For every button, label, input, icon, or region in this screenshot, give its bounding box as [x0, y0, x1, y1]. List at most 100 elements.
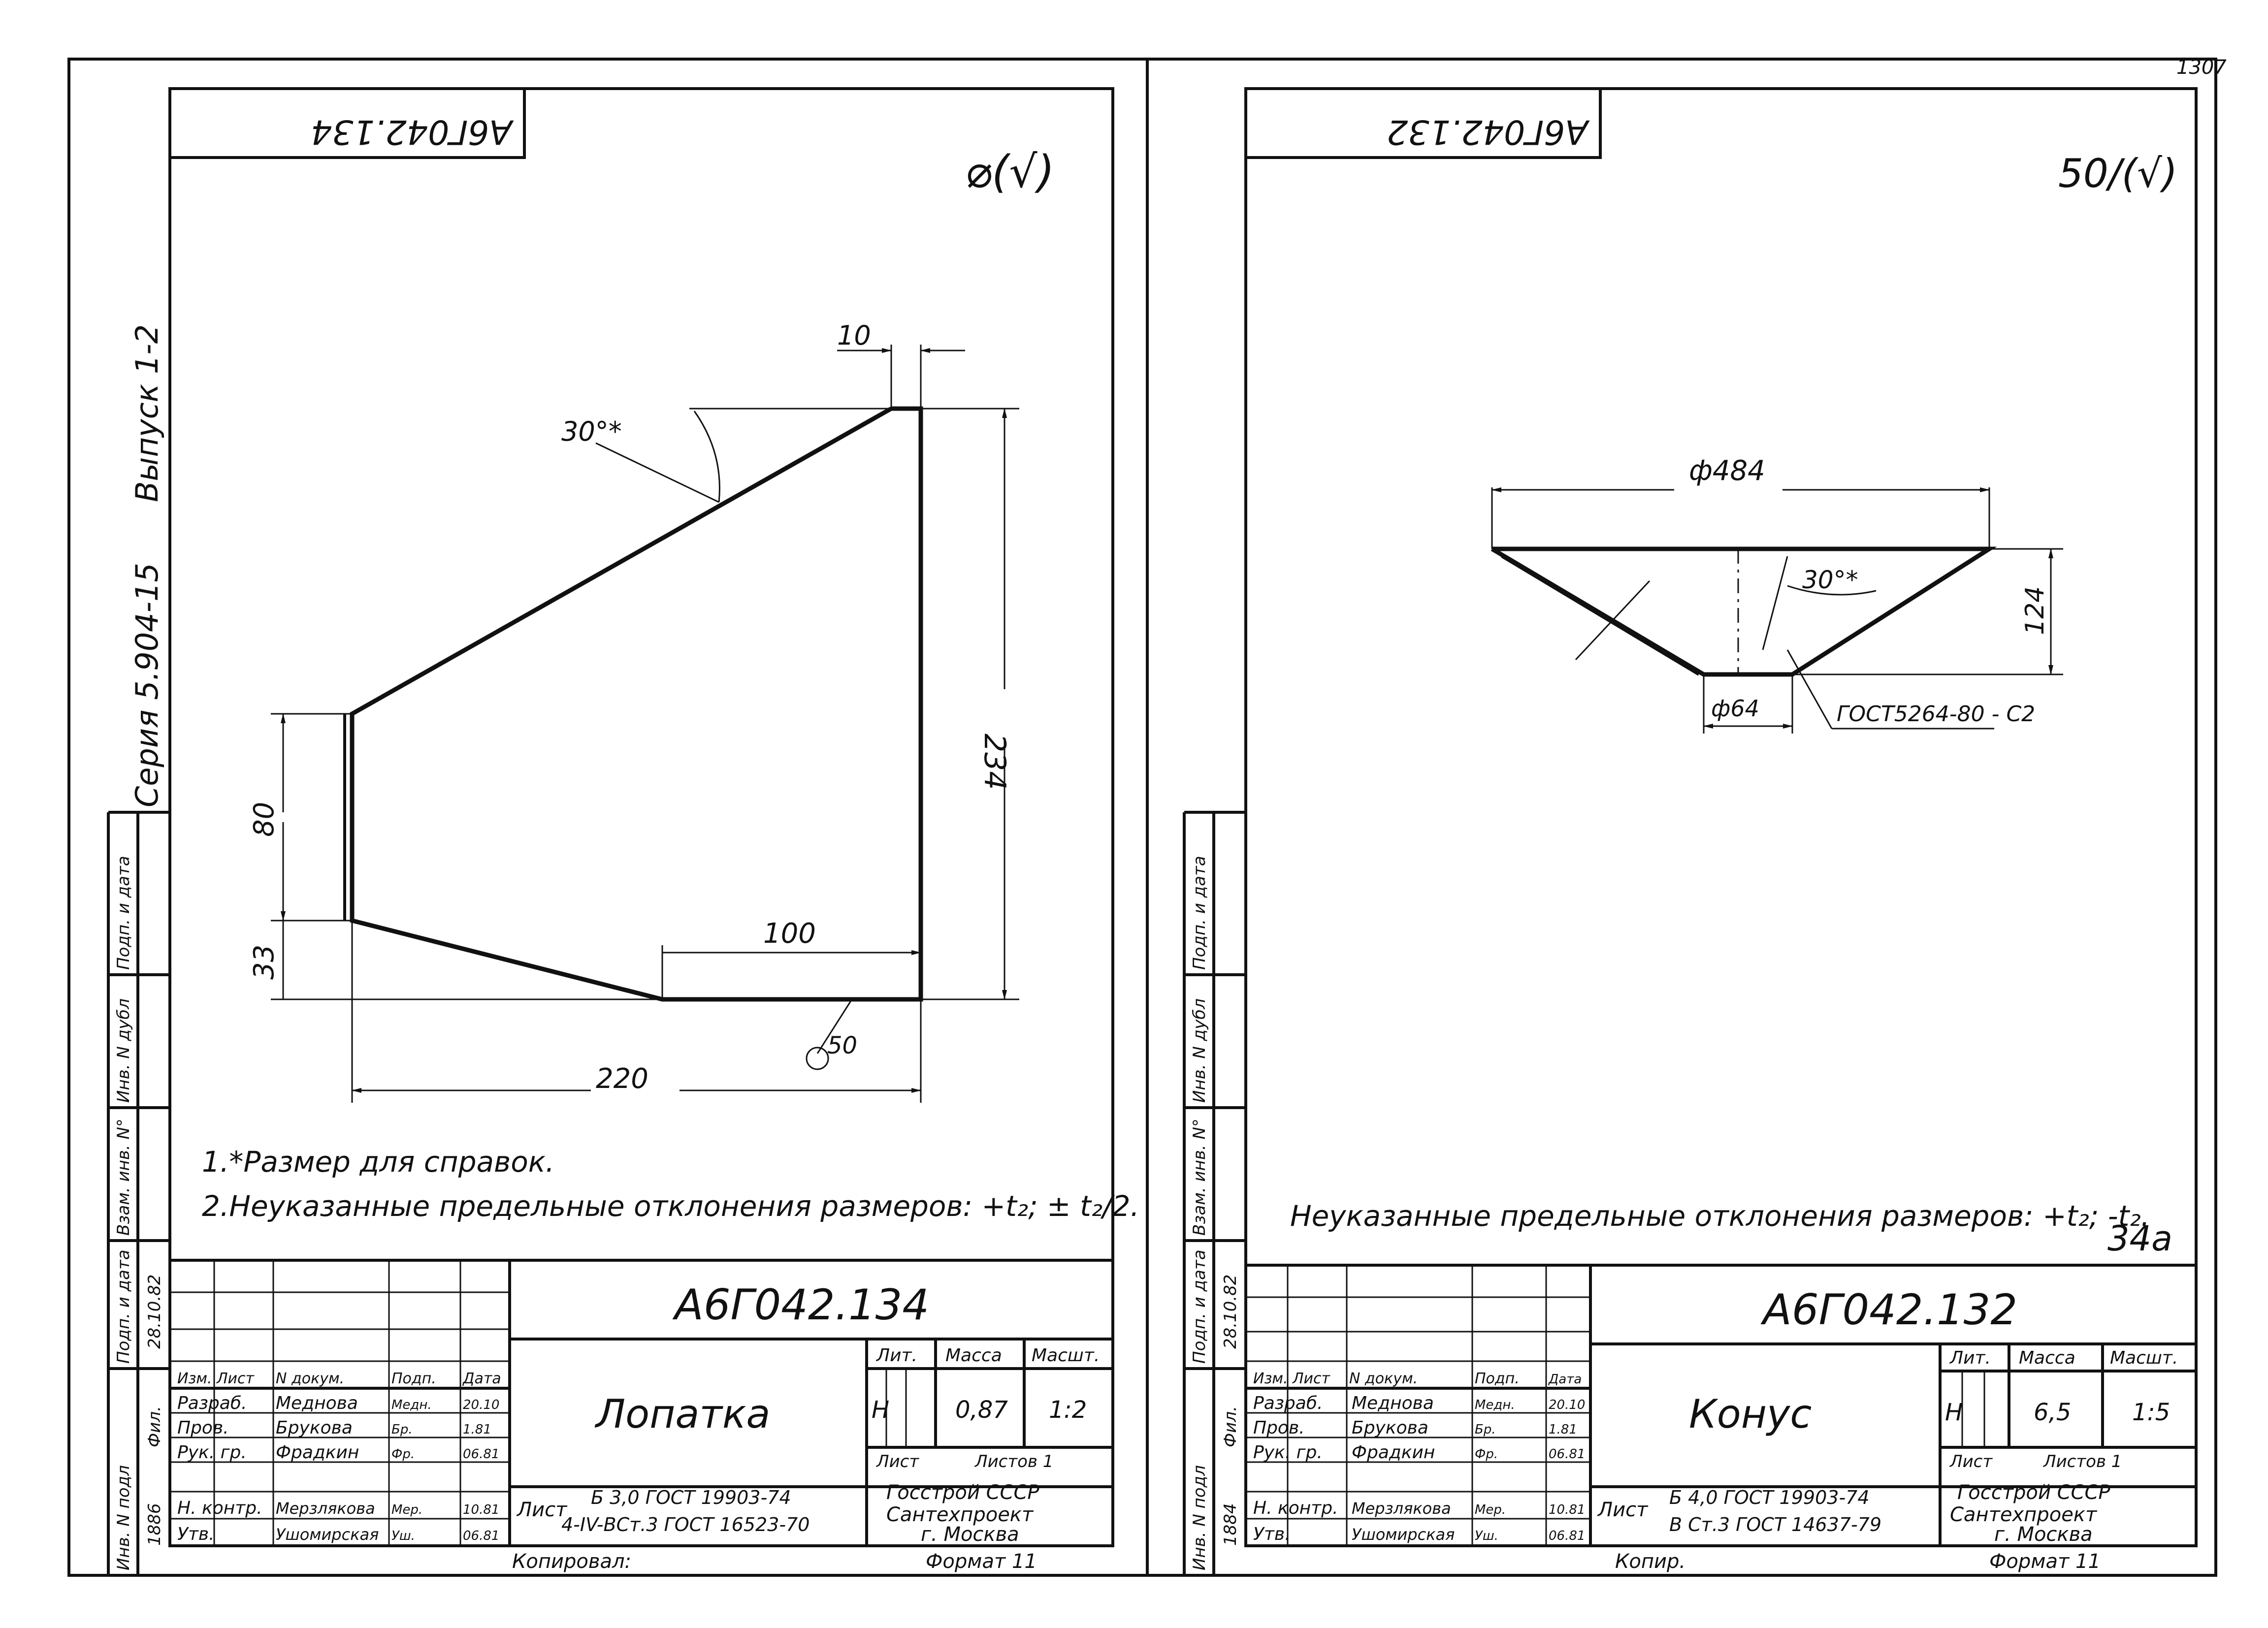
row-sign: Мер.: [1475, 1502, 1506, 1517]
left-org-2: Сантехпроект: [886, 1503, 1034, 1526]
cone-outline: [1490, 546, 1997, 677]
left-title-block: Изм. Лист N докум. Подп. Дата Разраб. Ме…: [168, 1259, 1114, 1547]
right-format: Формат 11: [1989, 1550, 2101, 1573]
right-mass: 6,5: [2034, 1399, 2071, 1426]
page-number: 1307: [2176, 56, 2227, 79]
right-part-name: Конус: [1689, 1391, 1812, 1437]
row-sign: Бр.: [1475, 1422, 1496, 1437]
row-sign: Уш.: [1475, 1529, 1498, 1543]
left-doc-code: А6Г042.134: [672, 1280, 929, 1330]
left-dim-80-label: 80: [248, 802, 280, 837]
right-org-1: Госстрой СССР: [1957, 1481, 2110, 1504]
left-sheets-label: Листов 1: [974, 1452, 1053, 1471]
row-name: Лист: [216, 1370, 255, 1387]
right-dim-64-label: ф64: [1711, 695, 1759, 722]
left-dim-angle-label: 30°*: [561, 416, 622, 447]
row-role: Разраб.: [177, 1393, 247, 1413]
left-dim-234: 234: [921, 408, 1019, 1000]
series-label: Серия 5.904-15: [129, 563, 165, 807]
right-sheet-label: Лист: [1949, 1452, 1993, 1471]
left-note-2: 2.Неуказанные предельные отклонения разм…: [202, 1189, 1139, 1223]
right-dim-484: ф484: [1491, 455, 1990, 549]
row-doc: N докум.: [1349, 1370, 1418, 1387]
row-name: Брукова: [1352, 1418, 1428, 1438]
row-name: Лист: [1292, 1370, 1331, 1387]
right-roughness: 50/(√): [2058, 151, 2177, 196]
left-dim-80: 80: [248, 713, 352, 922]
side-podp-data2: Подп. и дата: [1190, 856, 1209, 970]
row-date: Дата: [1548, 1372, 1582, 1387]
left-material-prefix: Лист: [516, 1499, 568, 1521]
row-name: Меднова: [276, 1393, 358, 1413]
left-dim-220: 220: [351, 921, 922, 1103]
right-dim-angle: 30°*: [1762, 556, 1877, 650]
left-inner-frame: [168, 87, 1114, 1547]
left-code-box: [168, 87, 526, 159]
left-side-stamp: Подп. и дата Инв. N дубл Взам. инв. N° П…: [107, 811, 170, 1575]
row-date: 10.81: [1549, 1502, 1585, 1517]
row-date: 06.81: [1549, 1529, 1585, 1543]
left-copied: Копировал:: [512, 1550, 631, 1573]
left-note-1: 1.*Размер для справок.: [202, 1145, 554, 1179]
outer-frame: [67, 58, 2217, 1577]
left-format: Формат 11: [926, 1550, 1037, 1573]
row-sign: Подп.: [391, 1370, 436, 1387]
left-dim-10-label: 10: [837, 320, 871, 351]
left-dim-100-label: 100: [763, 918, 816, 950]
left-mass: 0,87: [955, 1396, 1008, 1424]
row-sign: Подп.: [1475, 1370, 1520, 1387]
side-podp-data2: Подп. и дата: [114, 856, 133, 970]
right-weld-callout: ГОСТ5264-80 - С2: [1786, 649, 2035, 730]
row-sign: Уш.: [391, 1529, 415, 1543]
row-name: Фрадкин: [1352, 1442, 1435, 1463]
left-dim-10: 10: [837, 320, 965, 409]
stamp-sign: Фил.: [145, 1406, 164, 1447]
side-vzam: Взам. инв. N°: [1190, 1118, 1209, 1236]
row-date: 10.81: [463, 1502, 499, 1517]
left-weld-symbol: 50: [806, 999, 857, 1070]
issue-label: Выпуск 1-2: [129, 324, 165, 502]
right-mass-header: Масса: [2019, 1348, 2075, 1368]
row-name: Фрадкин: [276, 1442, 359, 1463]
row-role: Н. контр.: [1253, 1498, 1338, 1518]
row-name: Мерзлякова: [1352, 1499, 1451, 1518]
cone-part: [1490, 546, 1997, 677]
left-material-2: 4-IV-ВСт.3 ГОСТ 16523-70: [561, 1514, 810, 1535]
left-org-3: г. Москва: [921, 1523, 1019, 1546]
row-date: 06.81: [463, 1447, 499, 1462]
side-inv-dubl: Инв. N дубл: [1190, 998, 1209, 1103]
row-role: Пров.: [177, 1418, 229, 1438]
row-role: Н. контр.: [177, 1498, 262, 1518]
row-sign: Фр.: [1475, 1447, 1498, 1462]
stamp-date: 28.10.82: [145, 1275, 164, 1349]
row-sign: Медн.: [391, 1398, 432, 1412]
blade-outline: [350, 406, 923, 1002]
right-doc-code: А6Г042.132: [1760, 1285, 2017, 1335]
right-material-2: В Ст.3 ГОСТ 14637-79: [1669, 1514, 1881, 1535]
row-date: 1.81: [1549, 1422, 1577, 1437]
right-person-rows: Изм. Лист N докум. Подп. Дата Разраб. Ме…: [1253, 1370, 1585, 1544]
right-inner-frame: [1244, 87, 2198, 1547]
right-dim-64: ф64: [1703, 674, 1793, 734]
row-name: Мерзлякова: [276, 1499, 375, 1518]
row-role: Рук. гр.: [177, 1442, 247, 1463]
left-part-name: Лопатка: [594, 1391, 770, 1437]
side-inv-dubl: Инв. N дубл: [114, 998, 133, 1103]
right-copied: Копир.: [1615, 1550, 1685, 1573]
row-date: 20.10: [463, 1398, 499, 1412]
right-material-prefix: Лист: [1597, 1499, 1649, 1521]
left-dim-100: 100: [661, 918, 921, 999]
left-weld-label: 50: [827, 1032, 857, 1059]
right-dim-484-label: ф484: [1689, 455, 1765, 487]
blade-part: [343, 406, 923, 1002]
left-sheet-label: Лист: [875, 1452, 919, 1471]
side-vzam: Взам. инв. N°: [114, 1118, 133, 1236]
row-sign: Медн.: [1475, 1398, 1515, 1412]
right-sheet: А6Г042.132 50/(√) Подп. и дата Инв. N ду…: [1183, 87, 2198, 1575]
side-inv-podl: Инв. N подл: [1190, 1465, 1209, 1570]
row-name: Меднова: [1352, 1393, 1434, 1413]
left-lit: Н: [872, 1396, 889, 1424]
right-dim-angle-label: 30°*: [1802, 566, 1858, 594]
left-person-rows: Изм. Лист N докум. Подп. Дата Разраб. Ме…: [177, 1370, 501, 1544]
